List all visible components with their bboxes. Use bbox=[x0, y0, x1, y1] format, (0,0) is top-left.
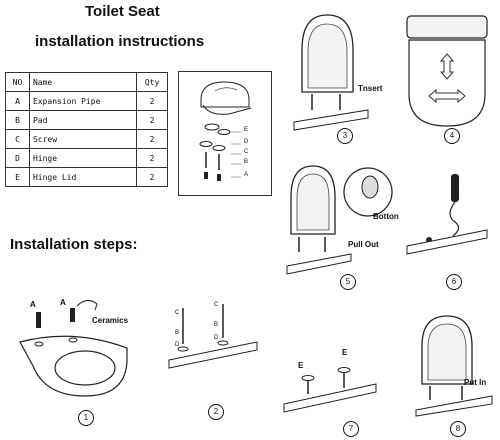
step8-number: 8 bbox=[450, 421, 466, 437]
parts-table: NO Name Qty A Expansion Pipe 2 B Pad 2 C… bbox=[5, 72, 168, 187]
step8-label-put-in: Put In bbox=[464, 378, 487, 387]
part-no: C bbox=[5, 129, 30, 149]
step2-illustration bbox=[168, 304, 258, 369]
step8-illustration bbox=[415, 315, 493, 417]
step5-label-button: Botton bbox=[373, 212, 399, 221]
exploded-label-b: B bbox=[244, 159, 249, 165]
step1-label-a-right: A bbox=[60, 298, 66, 307]
exploded-view-diagram: E D C B A bbox=[178, 71, 272, 196]
page-subtitle: installation instructions bbox=[35, 33, 205, 50]
part-no: D bbox=[5, 148, 30, 168]
step2-label-b2: B bbox=[214, 322, 219, 328]
steps-heading: Installation steps: bbox=[10, 236, 138, 253]
step2-number: 2 bbox=[208, 404, 224, 420]
header-name: Name bbox=[28, 72, 138, 92]
exploded-label-e: E bbox=[244, 127, 249, 133]
step2-label-c2: C bbox=[214, 302, 219, 308]
step6-number: 6 bbox=[446, 274, 462, 290]
step4-number: 4 bbox=[444, 128, 460, 144]
table-row: C Screw 2 bbox=[5, 129, 168, 149]
part-name: Expansion Pipe bbox=[28, 91, 138, 111]
step5-label-pullout: Pull Out bbox=[348, 240, 379, 249]
table-row: D Hinge 2 bbox=[5, 148, 168, 168]
step6-illustration bbox=[406, 174, 488, 255]
step2-label-d1: D bbox=[175, 342, 180, 348]
exploded-label-a: A bbox=[244, 172, 249, 178]
table-row: A Expansion Pipe 2 bbox=[5, 91, 168, 111]
part-qty: 2 bbox=[136, 167, 168, 187]
page-title: Toilet Seat bbox=[85, 3, 160, 20]
table-header-row: NO Name Qty bbox=[5, 72, 168, 92]
exploded-label-c: C bbox=[244, 149, 249, 155]
step1-label-ceramics: Ceramics bbox=[92, 316, 129, 325]
step5-illustration bbox=[286, 165, 393, 275]
step1-illustration bbox=[19, 300, 128, 397]
table-row: B Pad 2 bbox=[5, 110, 168, 130]
part-qty: 2 bbox=[136, 129, 168, 149]
step7-number: 7 bbox=[343, 421, 359, 437]
exploded-seat-illustration bbox=[199, 81, 252, 181]
part-name: Hinge Lid bbox=[28, 167, 138, 187]
header-qty: Qty bbox=[136, 72, 168, 92]
step7-label-e2: E bbox=[342, 348, 348, 357]
step4-illustration bbox=[406, 15, 488, 127]
part-name: Hinge bbox=[28, 148, 138, 168]
part-no: A bbox=[5, 91, 30, 111]
step1-label-a-left: A bbox=[30, 300, 36, 309]
step1-number: 1 bbox=[78, 410, 94, 426]
step3-illustration bbox=[293, 14, 369, 131]
step3-number: 3 bbox=[337, 128, 353, 144]
part-name: Screw bbox=[28, 129, 138, 149]
exploded-label-d: D bbox=[244, 139, 249, 145]
step7-illustration bbox=[283, 367, 377, 413]
step5-number: 5 bbox=[340, 274, 356, 290]
step3-label-insert: Tnsert bbox=[358, 84, 383, 93]
step7-label-e1: E bbox=[298, 361, 304, 370]
part-no: E bbox=[5, 167, 30, 187]
part-name: Pad bbox=[28, 110, 138, 130]
part-qty: 2 bbox=[136, 91, 168, 111]
part-no: B bbox=[5, 110, 30, 130]
step2-label-b1: B bbox=[175, 330, 180, 336]
step2-label-d2: D bbox=[214, 335, 219, 341]
header-no: NO bbox=[5, 72, 30, 92]
part-qty: 2 bbox=[136, 110, 168, 130]
part-qty: 2 bbox=[136, 148, 168, 168]
table-row: E Hinge Lid 2 bbox=[5, 167, 168, 187]
step2-label-c1: C bbox=[175, 310, 180, 316]
